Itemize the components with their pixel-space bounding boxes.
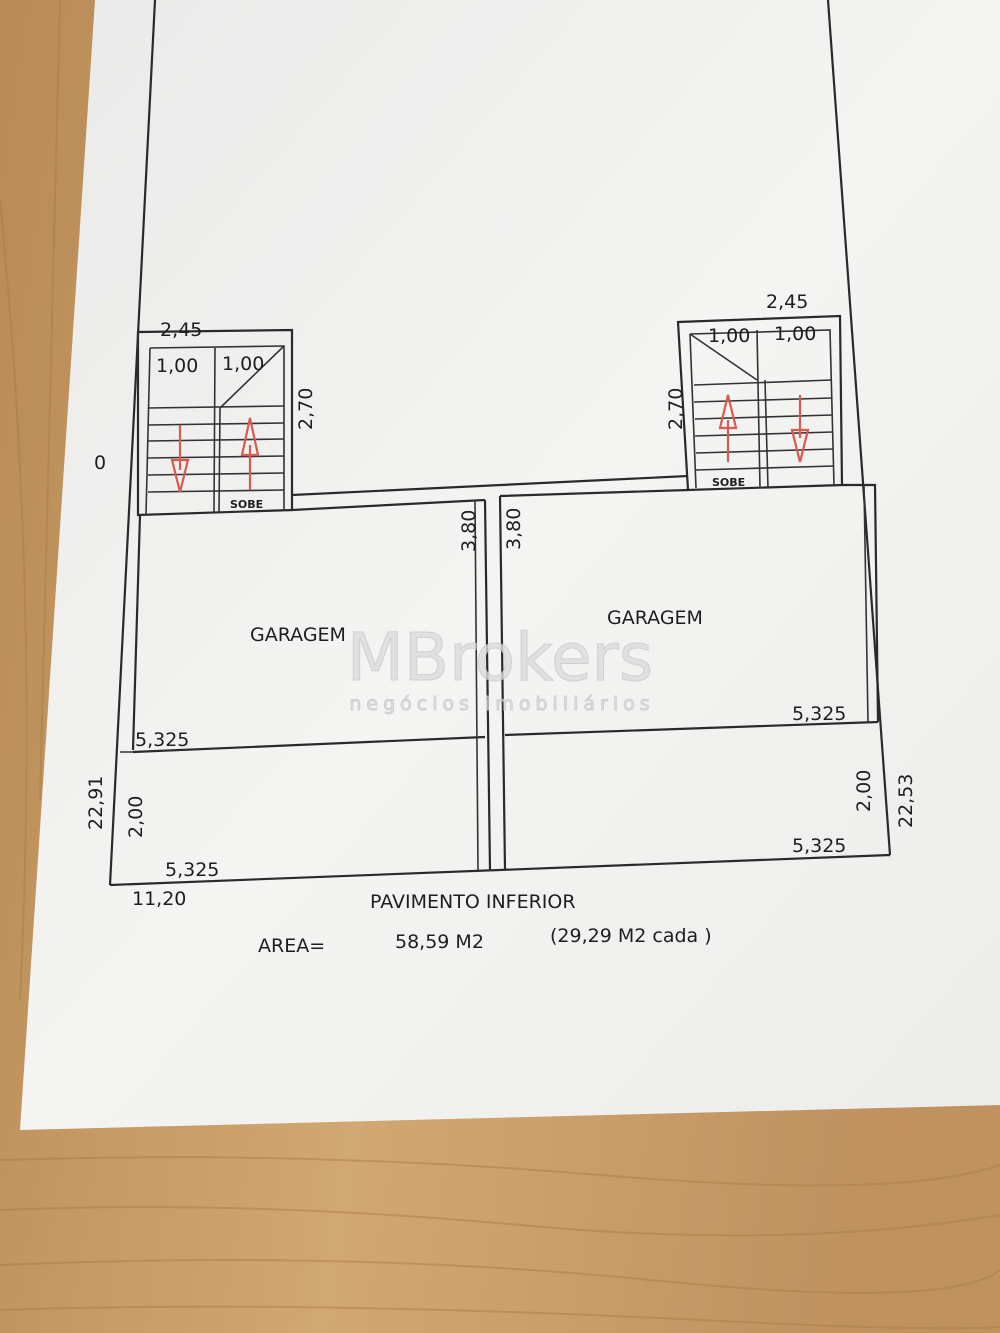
svg-text:MBrokers: MBrokers <box>347 619 653 696</box>
total-width: 11,20 <box>132 888 186 910</box>
left-stair-width: 2,45 <box>160 319 202 341</box>
bottom-boundary-line <box>109 853 891 887</box>
right-garage <box>498 483 880 871</box>
right-front-depth: 2,00 <box>853 770 875 812</box>
watermark: MBrokers negócios imobiliários <box>346 619 654 716</box>
right-front-width: 5,325 <box>792 835 846 857</box>
left-room-depth: 3,80 <box>458 510 480 552</box>
right-room-depth: 3,80 <box>503 508 525 550</box>
left-flight-a: 1,00 <box>156 355 198 377</box>
corridor-walls <box>291 474 689 512</box>
left-flight-b: 1,00 <box>222 353 264 375</box>
paper-sheet <box>20 0 1000 1130</box>
plan-title: PAVIMENTO INFERIOR <box>370 891 576 913</box>
right-stair-depth: 2,70 <box>665 388 687 430</box>
marker-label: 0 <box>94 452 106 474</box>
left-front-width: 5,325 <box>165 859 219 881</box>
right-total-depth: 22,53 <box>895 774 917 828</box>
left-garage-label: GARAGEM <box>250 624 346 646</box>
left-front-depth: 2,00 <box>125 796 147 838</box>
right-garage-label: GARAGEM <box>607 607 703 629</box>
area-each: (29,29 M2 cada ) <box>550 925 712 947</box>
right-stair-width: 2,45 <box>766 291 808 313</box>
left-boundary-line <box>108 0 157 886</box>
right-boundary-line <box>826 0 892 856</box>
right-flight-b: 1,00 <box>774 323 816 345</box>
right-flight-a: 1,00 <box>708 325 750 347</box>
left-stair-depth: 2,70 <box>295 388 317 430</box>
left-sobe-label: SOBE <box>230 498 263 511</box>
left-room-width: 5,325 <box>135 729 189 751</box>
left-total-depth: 22,91 <box>85 776 107 830</box>
area-label: AREA= <box>258 935 325 957</box>
left-garage <box>120 499 492 871</box>
right-room-width: 5,325 <box>792 703 846 725</box>
svg-text:negócios imobiliários: negócios imobiliários <box>349 693 654 715</box>
right-sobe-label: SOBE <box>712 476 745 489</box>
area-value: 58,59 M2 <box>395 931 484 953</box>
left-stair <box>136 328 294 517</box>
